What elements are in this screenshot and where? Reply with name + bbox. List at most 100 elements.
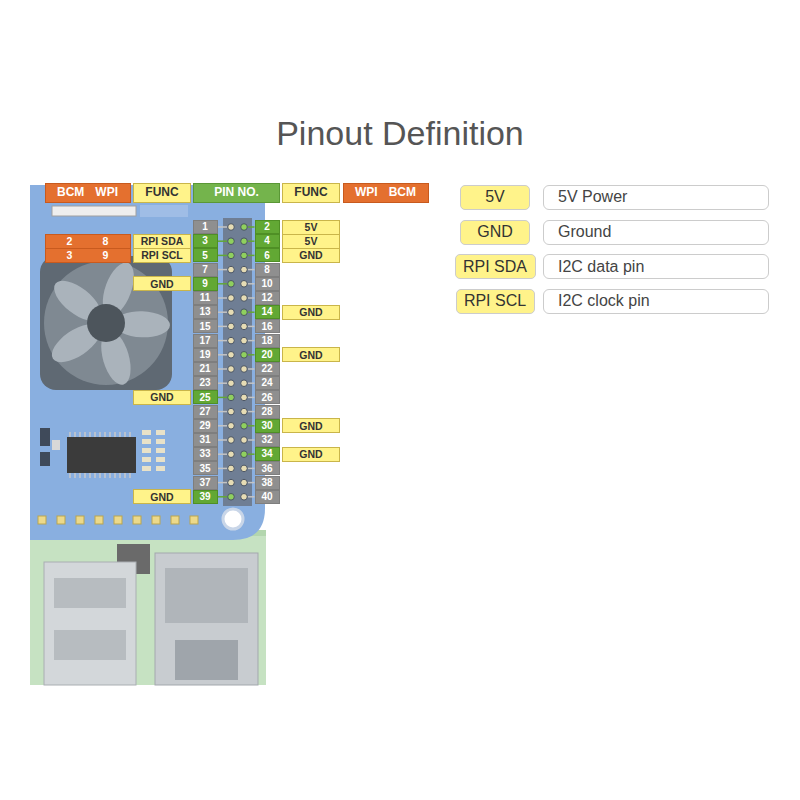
leader-line: [218, 411, 228, 413]
header-pin: [241, 238, 248, 245]
pin-number-text: 24: [261, 377, 272, 389]
pin-number: 40: [255, 490, 280, 504]
pin-number-text: 33: [199, 448, 210, 460]
pin-number: 28: [255, 405, 280, 419]
pin-number: 13: [193, 305, 218, 319]
legend-description-text: I2C data pin: [558, 258, 644, 276]
pin-number-text: 40: [261, 491, 272, 503]
page-title: Pinout Definition: [0, 114, 800, 153]
header-pin: [228, 337, 235, 344]
header-cell-text: WPI: [95, 186, 118, 200]
pin-number: 1: [193, 220, 218, 234]
header-pin: [241, 465, 248, 472]
gpio-pins: [218, 224, 255, 500]
pin-number: 5: [193, 248, 218, 262]
pin-number-text: 26: [261, 392, 272, 404]
bcm-wpi-cell-text: 9: [103, 249, 109, 261]
header-cell: PIN NO.: [193, 183, 280, 203]
function-label-text: RPI SCL: [141, 249, 182, 261]
header-pin: [228, 352, 235, 359]
leader-line: [218, 425, 228, 427]
legend-description-text: 5V Power: [558, 188, 627, 206]
pin-number-text: 20: [261, 349, 272, 361]
legend-key-text: GND: [477, 223, 513, 241]
leader-line: [218, 382, 228, 384]
usb-slot: [54, 630, 126, 660]
header-pin: [241, 437, 248, 444]
function-label-text: RPI SDA: [141, 235, 184, 247]
leader-line: [218, 496, 228, 498]
header-pin: [228, 281, 235, 288]
pin-number: 16: [255, 319, 280, 333]
header-pin: [241, 252, 248, 259]
leader-line: [218, 311, 228, 313]
bcm-wpi-cell-text: 2: [67, 235, 73, 247]
function-label: GND: [282, 248, 340, 263]
pin-number-text: 1: [202, 221, 208, 233]
gpio-header: [223, 218, 252, 506]
pin-number: 10: [255, 277, 280, 291]
header-pin: [228, 366, 235, 373]
pin-number-text: 17: [199, 335, 210, 347]
pin-number: 7: [193, 263, 218, 277]
header-cell: WPIBCM: [343, 183, 429, 203]
leader-line: [218, 354, 228, 356]
header-pin: [228, 252, 235, 259]
pin-number: 3: [193, 234, 218, 248]
legend-key: 5V: [460, 185, 530, 210]
pin-number-text: 14: [261, 306, 272, 318]
pin-number-text: 5: [202, 250, 208, 262]
pwm-chip: [67, 437, 136, 473]
header-pin: [228, 238, 235, 245]
header-pin: [241, 295, 248, 302]
pin-number: 29: [193, 419, 218, 433]
pin-number: 21: [193, 362, 218, 376]
function-label-text: GND: [299, 420, 322, 432]
header-pin: [241, 380, 248, 387]
pin-number: 35: [193, 461, 218, 475]
header-pin: [228, 323, 235, 330]
legend-key: RPI SDA: [455, 254, 536, 279]
pin-number-text: 39: [199, 491, 210, 503]
leader-line: [218, 240, 228, 242]
legend-key: GND: [460, 220, 530, 245]
pin-number: 25: [193, 390, 218, 404]
header-pin: [241, 451, 248, 458]
pin-number-text: 4: [264, 235, 270, 247]
pin-number: 37: [193, 476, 218, 490]
ethernet-socket: [175, 640, 238, 680]
leader-line: [218, 397, 228, 399]
component: [52, 440, 60, 450]
pin-number: 11: [193, 291, 218, 305]
pin-number: 9: [193, 277, 218, 291]
legend-description-text: Ground: [558, 223, 611, 241]
bcm-wpi-cell: 39: [45, 248, 131, 263]
header-pin: [228, 465, 235, 472]
usb-port: [44, 562, 136, 685]
header-cell-text: FUNC: [294, 186, 327, 200]
header-pin: [228, 394, 235, 401]
pin-number: 27: [193, 405, 218, 419]
pin-number: 12: [255, 291, 280, 305]
bcm-wpi-cell: 28: [45, 234, 131, 249]
function-label: GND: [133, 390, 191, 405]
pi-board: [30, 530, 266, 685]
legend-key-text: 5V: [485, 188, 505, 206]
function-label-text: GND: [150, 491, 173, 503]
pin-number: 31: [193, 433, 218, 447]
header-cell: BCMWPI: [45, 183, 131, 203]
pin-number-text: 10: [261, 278, 272, 290]
ethernet-label-plate: [165, 568, 248, 623]
leader-line: [218, 255, 228, 257]
pin-number: 8: [255, 263, 280, 277]
pin-number: 23: [193, 376, 218, 390]
pin-number: 34: [255, 447, 280, 461]
hat-board: [30, 185, 265, 540]
header-cell-text: FUNC: [145, 186, 178, 200]
pin-number-text: 19: [199, 349, 210, 361]
header-cell-text: WPI: [355, 186, 378, 200]
header-pin: [241, 408, 248, 415]
pin-number-text: 21: [199, 363, 210, 375]
leader-line: [218, 283, 228, 285]
